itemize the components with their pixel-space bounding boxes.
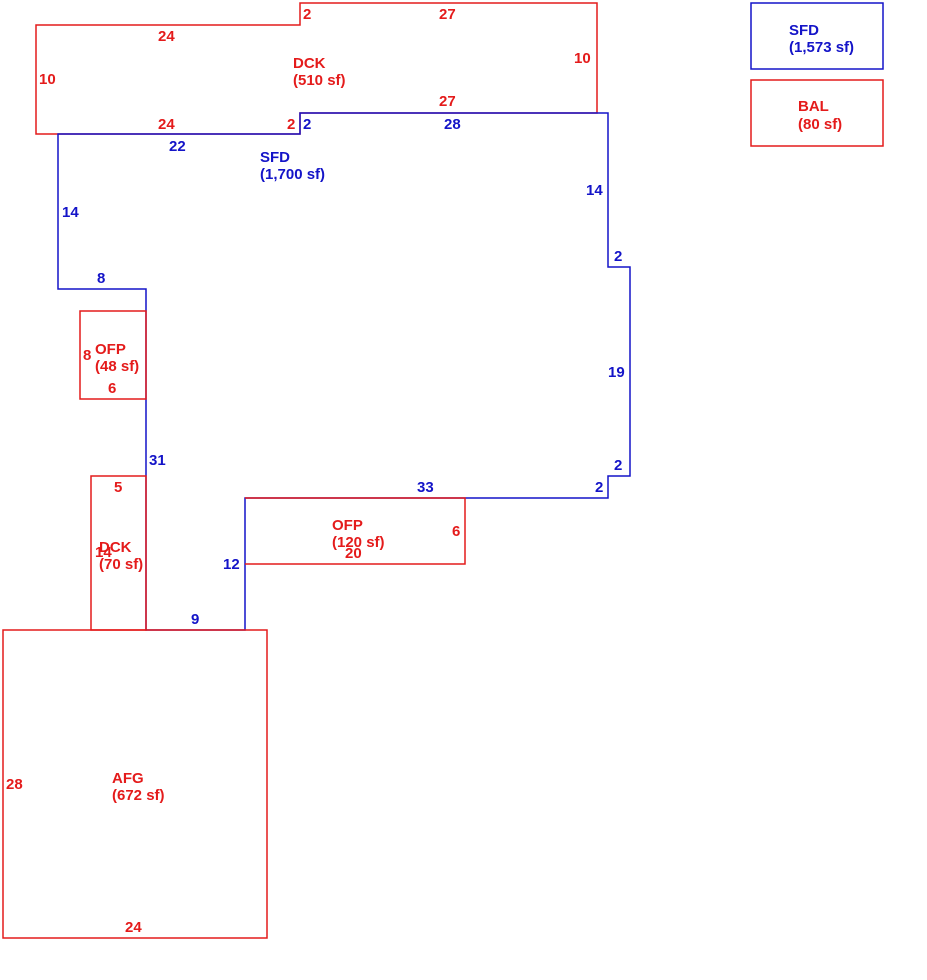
ofp-large-outline — [245, 497, 466, 565]
dim-sfd-right-upper: 14 — [586, 182, 603, 199]
sfd-main-area: (1,700 sf) — [260, 166, 325, 183]
dck-top-area: (510 sf) — [293, 72, 346, 89]
dim-sfd-bottom-small: 9 — [191, 611, 199, 628]
dim-dck-small-left: 14 — [95, 544, 112, 561]
dim-dck-top-left-top: 24 — [158, 28, 175, 45]
dim-ofp-large-bottom: 20 — [345, 545, 362, 562]
dim-afg-left: 28 — [6, 776, 23, 793]
legend-sfd-name: SFD — [789, 22, 819, 39]
dim-sfd-ledge: 8 — [97, 270, 105, 287]
sfd-main-name: SFD — [260, 149, 290, 166]
dim-sfd-left-upper: 14 — [62, 204, 79, 221]
dim-afg-bottom: 24 — [125, 919, 142, 936]
afg-area: (672 sf) — [112, 787, 165, 804]
dck-top-name: DCK — [293, 55, 326, 72]
afg-outline — [2, 629, 268, 939]
ofp-large-name: OFP — [332, 517, 363, 534]
ofp-small-name: OFP — [95, 341, 126, 358]
dck-small-name: DCK — [99, 539, 132, 556]
dim-dck-top-bottom-right: 27 — [439, 93, 456, 110]
ofp-small-area: (48 sf) — [95, 358, 139, 375]
dim-dck-top-right: 10 — [574, 50, 591, 67]
dim-sfd-left-long: 31 — [149, 452, 166, 469]
dim-sfd-inner-left: 12 — [223, 556, 240, 573]
dim-sfd-bottom-right: 33 — [417, 479, 434, 496]
dim-dck-top-step: 2 — [303, 6, 311, 23]
dim-sfd-upper-left: 22 — [169, 138, 186, 155]
dim-sfd-right-mid: 19 — [608, 364, 625, 381]
legend-sfd-box — [750, 2, 884, 70]
dim-sfd-top: 28 — [444, 116, 461, 133]
dim-sfd-jog2: 2 — [614, 457, 622, 474]
dck-small-area: (70 sf) — [99, 556, 143, 573]
dim-ofp-small-left: 8 — [83, 347, 91, 364]
dim-ofp-small-bottom: 6 — [108, 380, 116, 397]
legend-sfd-area: (1,573 sf) — [789, 39, 854, 56]
dim-sfd-jog3: 2 — [595, 479, 603, 496]
legend-bal-box — [750, 79, 884, 147]
legend-bal-area: (80 sf) — [798, 116, 842, 133]
ofp-large-area: (120 sf) — [332, 534, 385, 551]
legend-bal-name: BAL — [798, 98, 829, 115]
dim-sfd-step-top: 2 — [303, 116, 311, 133]
ofp-small-outline — [79, 310, 147, 400]
dim-dck-small-top: 5 — [114, 479, 122, 496]
dim-dck-top-top: 27 — [439, 6, 456, 23]
afg-name: AFG — [112, 770, 144, 787]
dim-ofp-large-right: 6 — [452, 523, 460, 540]
dim-dck-top-bottom-step: 2 — [287, 116, 295, 133]
dim-dck-top-bottom-left: 24 — [158, 116, 175, 133]
sfd-main-outline — [57, 112, 631, 631]
dim-dck-top-left: 10 — [39, 71, 56, 88]
dim-sfd-jog1: 2 — [614, 248, 622, 265]
